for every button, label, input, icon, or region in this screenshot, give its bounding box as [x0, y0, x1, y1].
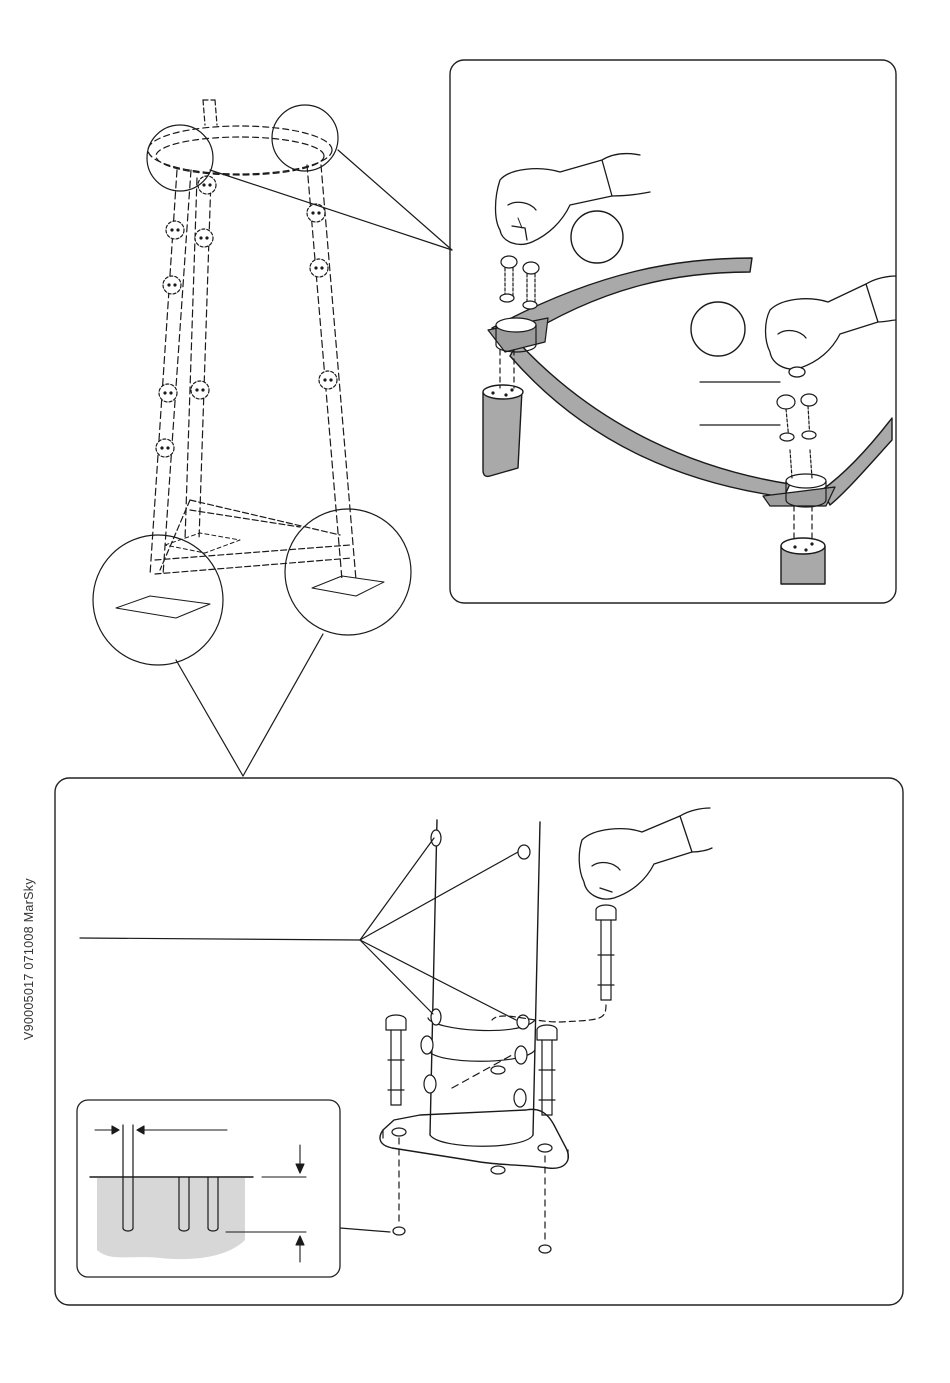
- anchor-bolt-icon: [386, 1015, 406, 1105]
- base-plate-icon: [380, 1109, 568, 1174]
- gloved-hand-icon: [579, 808, 712, 899]
- leg-clamp-icons: [156, 176, 337, 457]
- concrete-block: [97, 1178, 245, 1259]
- top-ring-assembly-detail: [483, 154, 896, 584]
- washer-icon: [500, 294, 537, 309]
- callout-circles: [93, 105, 411, 665]
- gloved-hand-icon: [496, 154, 651, 245]
- anchor-depth-inset: [77, 1100, 340, 1277]
- washer-icon: [780, 431, 816, 478]
- tower-overview: [93, 100, 452, 776]
- gloved-hand-icon: [766, 276, 897, 377]
- anchor-bolt-icon: [596, 905, 616, 1000]
- anchor-bolt-icon: [537, 1025, 557, 1115]
